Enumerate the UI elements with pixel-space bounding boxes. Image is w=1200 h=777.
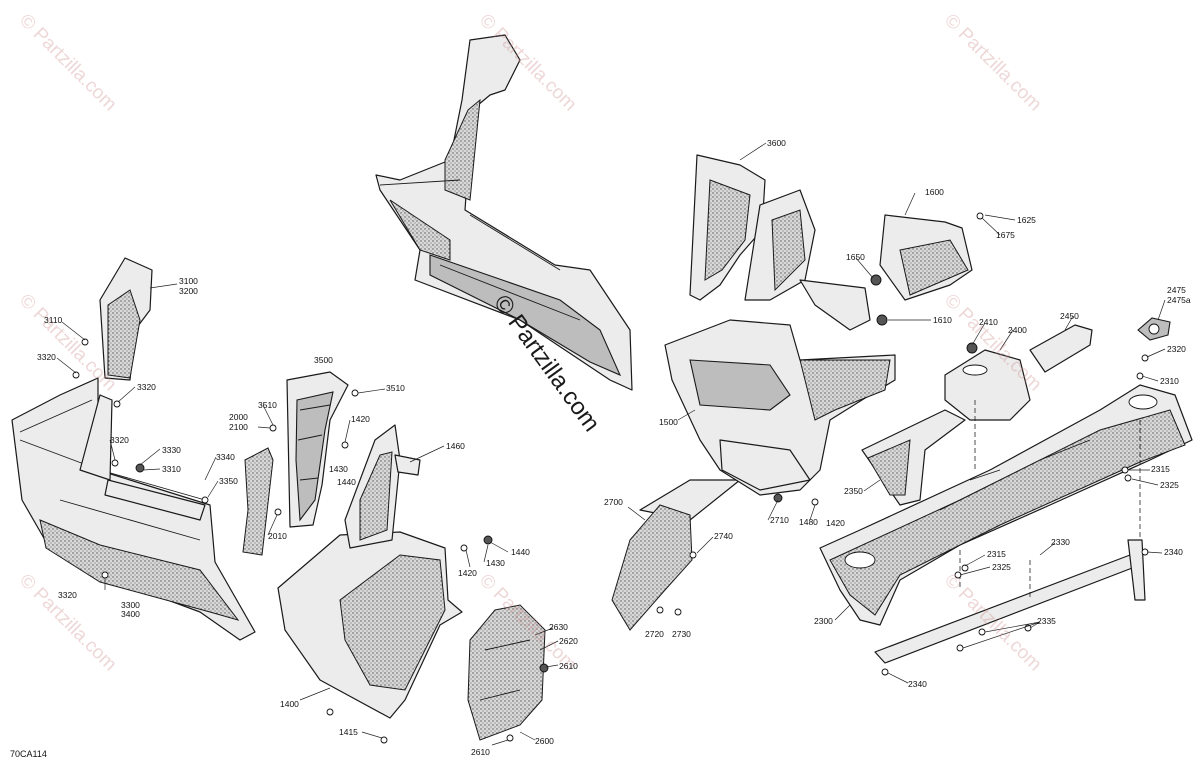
callout-1480: 1480 bbox=[799, 517, 818, 527]
callout-3310: 3310 bbox=[162, 464, 181, 474]
callout-2450: 2450 bbox=[1060, 311, 1079, 321]
callout-2000: 2000 bbox=[229, 412, 248, 422]
callout-2610: 2610 bbox=[471, 747, 490, 757]
callout-3510: 3510 bbox=[386, 383, 405, 393]
callout-3200: 3200 bbox=[179, 286, 198, 296]
callout-1420: 1420 bbox=[351, 414, 370, 424]
callout-2630: 2630 bbox=[549, 622, 568, 632]
brace-2330 bbox=[874, 400, 1146, 664]
callout-2710: 2710 bbox=[770, 515, 789, 525]
callout-2730: 2730 bbox=[672, 629, 691, 639]
panel-2600 bbox=[467, 604, 546, 741]
callout-3350: 3350 bbox=[219, 476, 238, 486]
callout-3330: 3330 bbox=[162, 445, 181, 455]
callout-1500: 1500 bbox=[659, 417, 678, 427]
upper-frame bbox=[375, 34, 633, 391]
callout-2340: 2340 bbox=[908, 679, 927, 689]
callout-3400: 3400 bbox=[121, 609, 140, 619]
callout-3320: 3320 bbox=[110, 435, 129, 445]
callout-1460: 1460 bbox=[446, 441, 465, 451]
leader-lines bbox=[56, 142, 1166, 746]
callout-2720: 2720 bbox=[645, 629, 664, 639]
callout-1415: 1415 bbox=[339, 727, 358, 737]
callout-3300: 3300 bbox=[121, 600, 140, 610]
callout-2310: 2310 bbox=[1160, 376, 1179, 386]
callout-2700: 2700 bbox=[604, 497, 623, 507]
callout-2740: 2740 bbox=[714, 531, 733, 541]
panel-3600 bbox=[689, 154, 766, 301]
callout-2325: 2325 bbox=[992, 562, 1011, 572]
callout-3600: 3600 bbox=[767, 138, 786, 148]
callout-3320: 3320 bbox=[58, 590, 77, 600]
cap-2475 bbox=[1137, 317, 1171, 341]
fasteners bbox=[72, 212, 1149, 744]
bracket-2700 bbox=[611, 479, 741, 631]
callout-2315: 2315 bbox=[1151, 464, 1170, 474]
callout-2610: 2610 bbox=[559, 661, 578, 671]
callout-2410: 2410 bbox=[979, 317, 998, 327]
callout-1420: 1420 bbox=[458, 568, 477, 578]
trim-2350 bbox=[861, 409, 966, 506]
callout-3320: 3320 bbox=[37, 352, 56, 362]
callout-1430: 1430 bbox=[486, 558, 505, 568]
callout-1440: 1440 bbox=[337, 477, 356, 487]
callout-2010: 2010 bbox=[268, 531, 287, 541]
callout-2620: 2620 bbox=[559, 636, 578, 646]
cover-2450 bbox=[1029, 324, 1093, 373]
trim-2000 bbox=[242, 447, 274, 556]
figure-id: 70CA114 bbox=[10, 749, 47, 759]
callout-1625: 1625 bbox=[1017, 215, 1036, 225]
callout-1610: 1610 bbox=[933, 315, 952, 325]
callout-2400: 2400 bbox=[1008, 325, 1027, 335]
pillar-trim-3100 bbox=[99, 257, 153, 381]
callout-2300: 2300 bbox=[814, 616, 833, 626]
panel-3500 bbox=[286, 371, 349, 528]
callout-1650: 1650 bbox=[846, 252, 865, 262]
callout-3340: 3340 bbox=[216, 452, 235, 462]
callout-2475: 2475 bbox=[1167, 285, 1186, 295]
callout-2100: 2100 bbox=[229, 422, 248, 432]
callout-2315: 2315 bbox=[987, 549, 1006, 559]
callout-2320: 2320 bbox=[1167, 344, 1186, 354]
tank-2400 bbox=[944, 349, 1031, 421]
callout-2600: 2600 bbox=[535, 736, 554, 746]
callout-3500: 3500 bbox=[314, 355, 333, 365]
callout-3320: 3320 bbox=[137, 382, 156, 392]
callout-3110: 3110 bbox=[44, 315, 63, 325]
callout-3100: 3100 bbox=[179, 276, 198, 286]
callout-1420: 1420 bbox=[826, 518, 845, 528]
callout-1440: 1440 bbox=[511, 547, 530, 557]
panel-1400 bbox=[277, 424, 463, 719]
callout-1430: 1430 bbox=[329, 464, 348, 474]
callout-2350: 2350 bbox=[844, 486, 863, 496]
callout-2335: 2335 bbox=[1037, 616, 1056, 626]
callout-2325: 2325 bbox=[1160, 480, 1179, 490]
callout-1400: 1400 bbox=[280, 699, 299, 709]
console-1500 bbox=[664, 189, 896, 496]
bracket-1600 bbox=[879, 214, 973, 301]
callout-2340: 2340 bbox=[1164, 547, 1183, 557]
callout-2330: 2330 bbox=[1051, 537, 1070, 547]
side-panel-3300 bbox=[11, 377, 256, 641]
callout-3510: 3510 bbox=[258, 400, 277, 410]
callout-1600: 1600 bbox=[925, 187, 944, 197]
callout-1675: 1675 bbox=[996, 230, 1015, 240]
callout-2475a: 2475a bbox=[1167, 295, 1191, 305]
